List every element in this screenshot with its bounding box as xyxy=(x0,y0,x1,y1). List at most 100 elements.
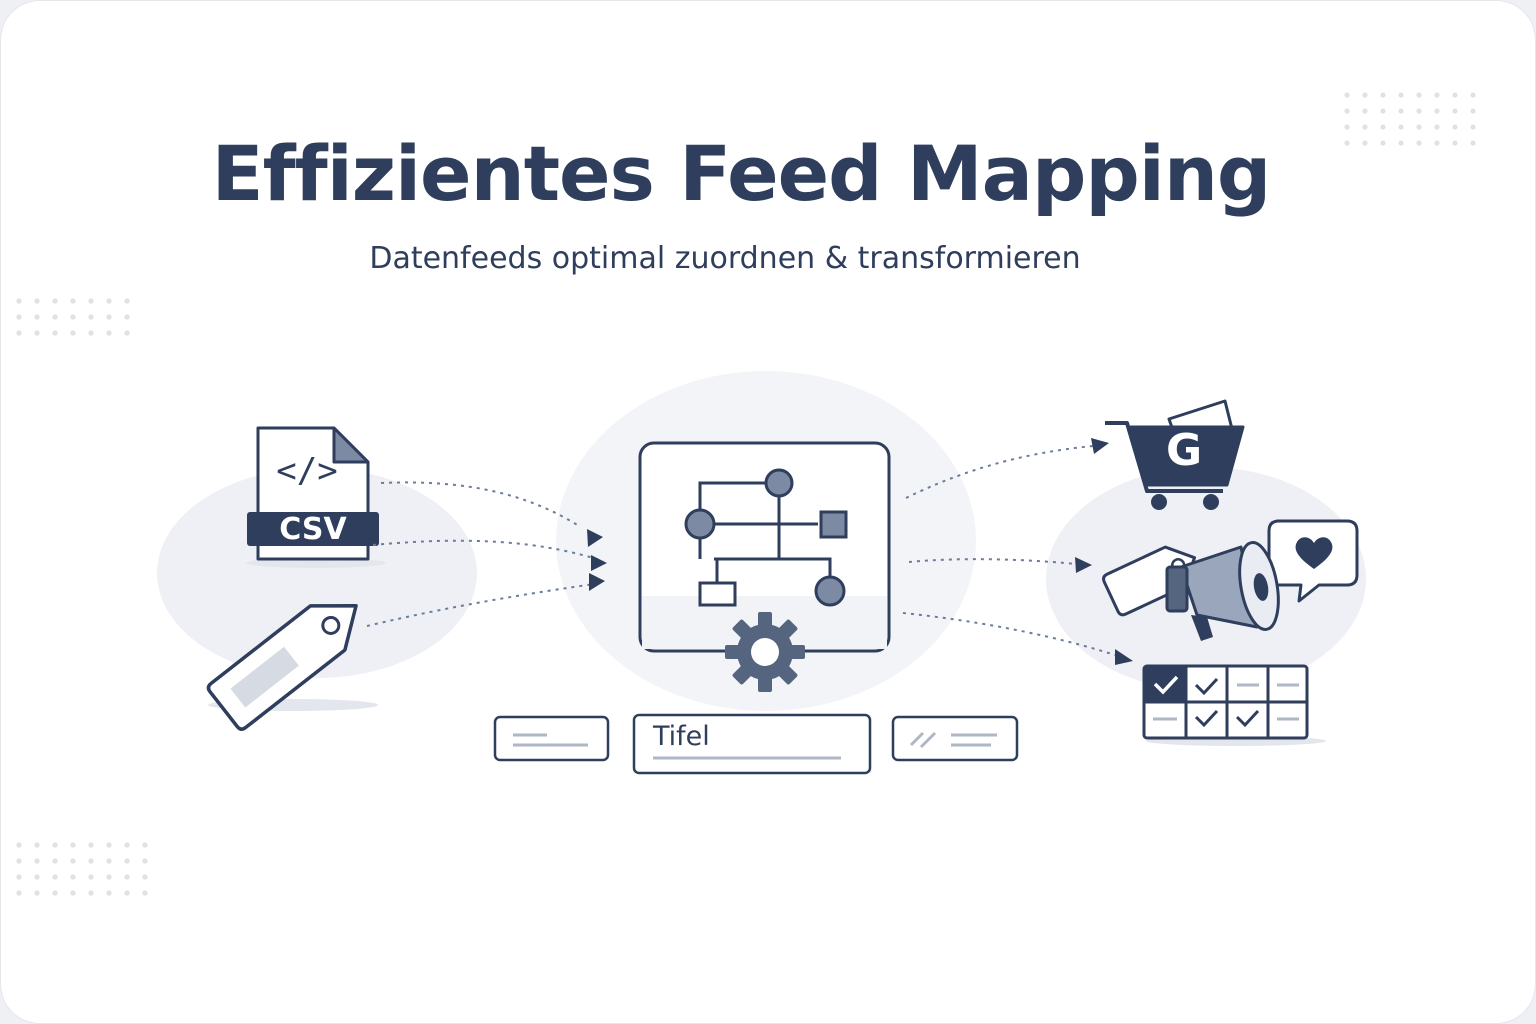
decorative-dot xyxy=(1380,92,1386,98)
code-icon: </> xyxy=(276,451,338,491)
decorative-dot xyxy=(16,314,22,320)
decorative-dot xyxy=(1470,108,1476,114)
decorative-dot xyxy=(1434,124,1440,130)
heart-speech-bubble-icon xyxy=(1267,519,1359,603)
decorative-dot xyxy=(142,890,148,896)
field-strip-right xyxy=(891,715,1019,762)
decorative-dot xyxy=(1398,124,1404,130)
decorative-dot xyxy=(34,298,40,304)
decorative-dot xyxy=(1416,108,1422,114)
decorative-dot xyxy=(88,890,94,896)
flowchart-icon xyxy=(684,468,848,607)
page-subtitle: Datenfeeds optimal zuordnen & transformi… xyxy=(369,241,1081,276)
page-title: Effizientes Feed Mapping xyxy=(211,129,1272,218)
decorative-dot xyxy=(52,874,58,880)
decorative-dot xyxy=(106,858,112,864)
decorative-dot xyxy=(70,858,76,864)
decorative-dot xyxy=(70,298,76,304)
decorative-dot xyxy=(124,890,130,896)
decorative-dot xyxy=(70,890,76,896)
decorative-dot xyxy=(52,842,58,848)
decorative-dot xyxy=(142,858,148,864)
output-connectors xyxy=(902,445,1122,658)
decorative-dot xyxy=(1416,124,1422,130)
decorative-dot xyxy=(124,314,130,320)
decorative-dot xyxy=(106,314,112,320)
decorative-dot xyxy=(1416,140,1422,146)
decorative-dot xyxy=(1398,140,1404,146)
decorative-dot xyxy=(1452,108,1458,114)
decorative-dot xyxy=(88,330,94,336)
decorative-dot xyxy=(1470,140,1476,146)
decorative-dot xyxy=(1362,140,1368,146)
decorative-dot xyxy=(1452,92,1458,98)
google-shopping-cart-icon xyxy=(1105,399,1245,510)
decorative-dot xyxy=(106,874,112,880)
decorative-dot xyxy=(1380,108,1386,114)
decorative-dot xyxy=(70,314,76,320)
decorative-dot xyxy=(88,298,94,304)
decorative-dot xyxy=(1434,108,1440,114)
decorative-dot xyxy=(124,298,130,304)
decorative-dot xyxy=(1434,140,1440,146)
dot-grid-bottom-left xyxy=(16,842,148,896)
decorative-dot xyxy=(106,890,112,896)
decorative-dot xyxy=(124,874,130,880)
decorative-dot xyxy=(106,298,112,304)
decorative-dot xyxy=(16,874,22,880)
decorative-dot xyxy=(16,842,22,848)
decorative-dot xyxy=(1344,140,1350,146)
decorative-dot xyxy=(70,330,76,336)
input-arrowheads xyxy=(587,529,607,591)
title-field-label: Tifel xyxy=(653,721,710,752)
decorative-dot xyxy=(52,330,58,336)
decorative-dot xyxy=(1362,108,1368,114)
decorative-dot xyxy=(1344,92,1350,98)
decorative-dot xyxy=(34,330,40,336)
decorative-dot xyxy=(1380,140,1386,146)
dot-grid-left xyxy=(16,298,130,336)
price-tag-icon xyxy=(206,603,358,731)
decorative-dot xyxy=(124,858,130,864)
title-field-strip xyxy=(632,713,872,775)
decorative-dot xyxy=(88,874,94,880)
decorative-dot xyxy=(70,874,76,880)
csv-file-icon xyxy=(247,426,379,561)
decorative-dot xyxy=(34,858,40,864)
decorative-dot xyxy=(88,858,94,864)
google-logo-letter: G xyxy=(1165,425,1203,476)
decorative-dot xyxy=(34,842,40,848)
decorative-dot xyxy=(1362,92,1368,98)
csv-label-band xyxy=(247,512,379,546)
decorative-dot xyxy=(1470,124,1476,130)
decorative-dot xyxy=(52,314,58,320)
decorative-dot xyxy=(1344,124,1350,130)
decorative-dot xyxy=(1344,108,1350,114)
decorative-dot xyxy=(16,890,22,896)
decorative-dot xyxy=(1398,108,1404,114)
source-background-blob xyxy=(157,468,477,678)
decorative-dot xyxy=(1452,124,1458,130)
decorative-dot xyxy=(88,314,94,320)
decorative-dot xyxy=(52,858,58,864)
dot-grid-top-right xyxy=(1344,92,1476,146)
megaphone-icon xyxy=(1165,541,1280,641)
decorative-dot xyxy=(106,842,112,848)
checklist-table-icon xyxy=(1142,664,1309,740)
decorative-dot xyxy=(1380,124,1386,130)
decorative-dot xyxy=(34,314,40,320)
output-arrowheads xyxy=(1075,438,1133,665)
decorative-dot xyxy=(52,298,58,304)
decorative-dot xyxy=(52,890,58,896)
decorative-dot xyxy=(16,298,22,304)
decorative-dot xyxy=(1470,92,1476,98)
decorative-dot xyxy=(34,890,40,896)
decorative-dot xyxy=(16,330,22,336)
field-strip-left xyxy=(493,715,610,762)
decorative-dot xyxy=(124,842,130,848)
decorative-dot xyxy=(106,330,112,336)
decorative-dot xyxy=(142,874,148,880)
decorative-dot xyxy=(124,330,130,336)
